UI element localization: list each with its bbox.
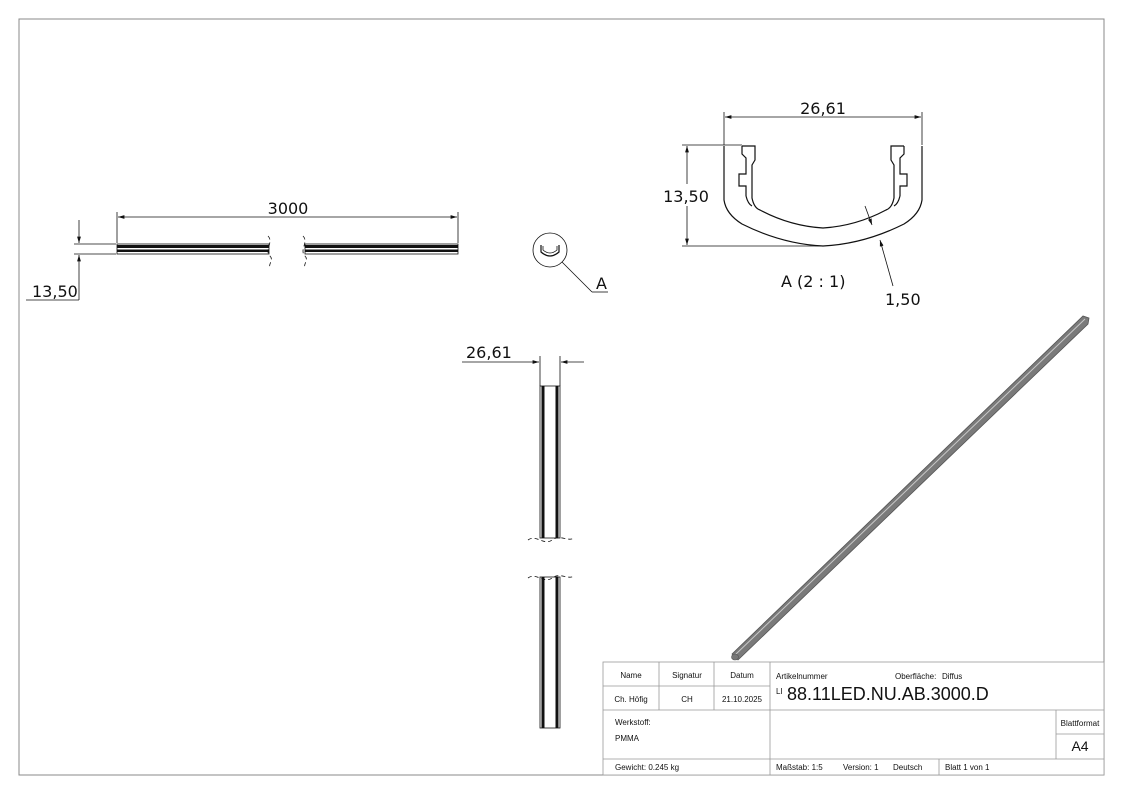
side-bar-lower bbox=[539, 576, 561, 729]
detail-view-a: 26,61 13,50 1,50 A (2 : 1) bbox=[662, 99, 923, 309]
tb-signature-value: CH bbox=[681, 695, 693, 704]
tb-format-value: A4 bbox=[1071, 738, 1088, 754]
tb-header-name: Name bbox=[620, 671, 642, 680]
detail-callout: A bbox=[532, 232, 608, 293]
tb-article-label: Artikelnummer bbox=[776, 672, 828, 681]
tb-material-label: Werkstoff: bbox=[615, 718, 651, 727]
height-dimension-label: 13,50 bbox=[32, 282, 78, 301]
tb-material-value: PMMA bbox=[615, 734, 640, 743]
detail-wall-label: 1,50 bbox=[885, 290, 921, 309]
tb-format-label: Blattformat bbox=[1061, 719, 1100, 728]
tb-date-value: 21.10.2025 bbox=[722, 695, 763, 704]
tb-name-value: Ch. Höfig bbox=[614, 695, 647, 704]
tb-version: Version: 1 bbox=[843, 763, 879, 772]
sheet-border bbox=[18, 18, 1105, 776]
detail-callout-label: A bbox=[596, 274, 607, 293]
tb-header-date: Datum bbox=[730, 671, 754, 680]
tb-article-prefix: LI bbox=[776, 687, 783, 696]
tb-scale: Maßstab: 1:5 bbox=[776, 763, 823, 772]
isometric-rod bbox=[731, 315, 1090, 661]
detail-width-label: 26,61 bbox=[800, 99, 846, 118]
break-line-right bbox=[302, 235, 307, 269]
side-bar-upper bbox=[539, 385, 561, 539]
profile-bar-right bbox=[304, 243, 459, 255]
detail-height-label: 13,50 bbox=[663, 187, 709, 206]
side-view: 26,61 bbox=[462, 343, 584, 729]
top-view: 3000 13,50 bbox=[26, 199, 459, 301]
side-width-label: 26,61 bbox=[466, 343, 512, 362]
tb-language: Deutsch bbox=[893, 763, 922, 772]
profile-section-left-wall bbox=[742, 145, 904, 229]
title-block: Name Signatur Datum Ch. Höfig CH 21.10.2… bbox=[602, 661, 1105, 776]
tb-weight: Gewicht: 0.245 kg bbox=[615, 763, 679, 772]
side-break-lower bbox=[527, 575, 575, 581]
break-line-left bbox=[267, 235, 272, 269]
side-break-upper bbox=[527, 537, 575, 543]
profile-bar-left bbox=[116, 243, 270, 255]
tb-article-number: 88.11LED.NU.AB.3000.D bbox=[787, 684, 989, 704]
isometric-view bbox=[731, 315, 1090, 661]
length-dimension-label: 3000 bbox=[268, 199, 309, 218]
tb-sheet: Blatt 1 von 1 bbox=[945, 763, 990, 772]
tb-surface-value: Diffus bbox=[942, 672, 962, 681]
detail-caption: A (2 : 1) bbox=[781, 272, 845, 291]
tb-header-signature: Signatur bbox=[672, 671, 702, 680]
profile-section-outer bbox=[723, 146, 923, 247]
tb-surface-label: Oberfläche: bbox=[895, 672, 936, 681]
